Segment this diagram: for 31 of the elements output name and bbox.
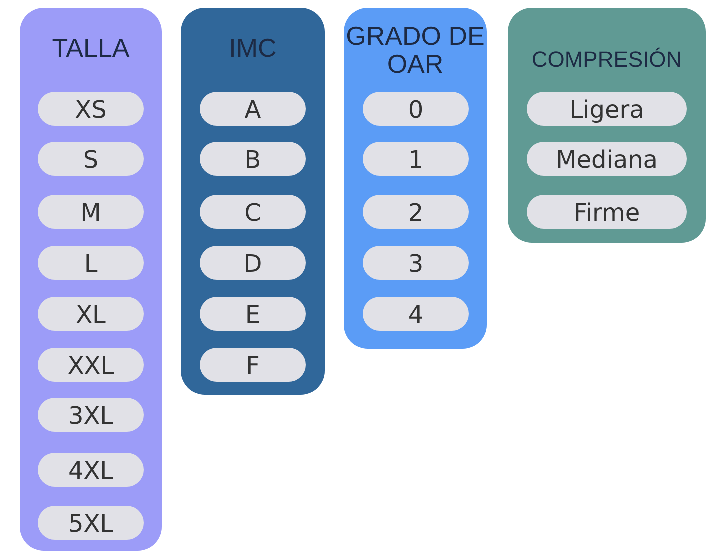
option-pill: Ligera — [527, 92, 687, 126]
option-pill: A — [200, 92, 306, 126]
column-heading: IMC — [228, 34, 278, 62]
option-pill: C — [200, 195, 306, 229]
column-heading: GRADO DE OAR — [345, 22, 486, 78]
category-column — [20, 8, 162, 551]
option-pill: 1 — [363, 142, 469, 176]
option-pill: S — [38, 142, 144, 176]
option-pill: 0 — [363, 92, 469, 126]
option-pill: XS — [38, 92, 144, 126]
option-pill: Firme — [527, 195, 687, 229]
option-pill: 4XL — [38, 453, 144, 487]
option-pill: 4 — [363, 297, 469, 331]
option-pill: 3XL — [38, 398, 144, 432]
option-pill: Mediana — [527, 142, 687, 176]
option-pill: 2 — [363, 195, 469, 229]
option-pill: B — [200, 142, 306, 176]
option-pill: E — [200, 297, 306, 331]
category-column — [344, 8, 487, 349]
option-pill: F — [200, 348, 306, 382]
column-heading: COMPRESIÓN — [530, 46, 684, 74]
option-pill: M — [38, 195, 144, 229]
option-pill: L — [38, 246, 144, 280]
option-pill: XL — [38, 297, 144, 331]
option-pill: XXL — [38, 348, 144, 382]
option-pill: D — [200, 246, 306, 280]
category-column — [508, 8, 706, 243]
column-heading: TALLA — [51, 34, 131, 62]
option-pill: 3 — [363, 246, 469, 280]
category-column — [181, 8, 325, 395]
option-pill: 5XL — [38, 506, 144, 540]
